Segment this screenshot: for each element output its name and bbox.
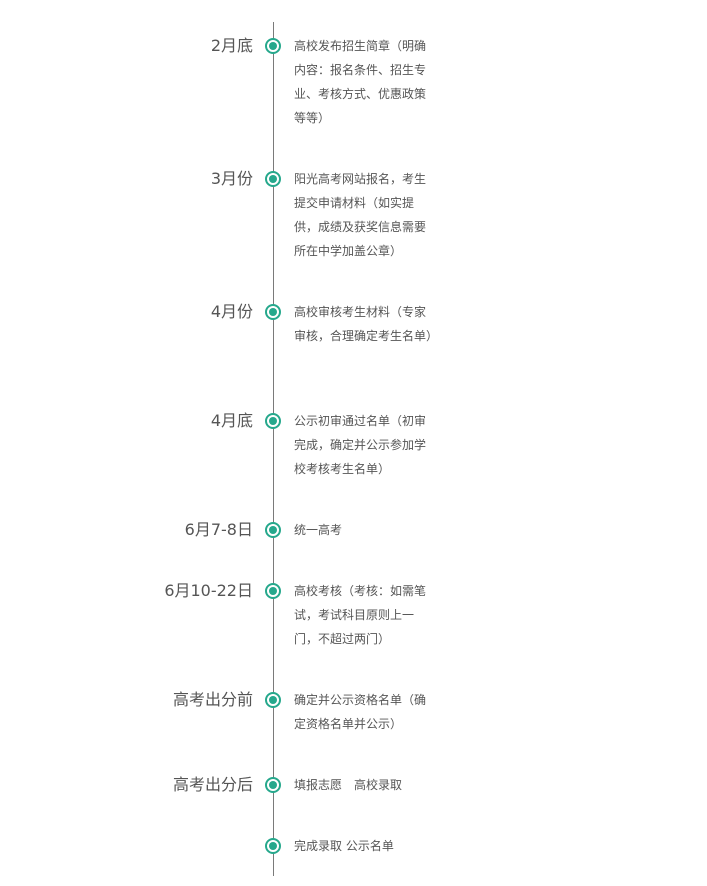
event-description: 统一高考 [294, 523, 343, 537]
event-date: 4月份 [210, 302, 253, 321]
event-description: 高校发布招生简章（明确内容：报名条件、招生专业、考核方式、优惠政策等等） [294, 39, 427, 125]
event-description: 确定并公示资格名单（确定资格名单并公示） [294, 693, 427, 731]
event-date: 2月底 [210, 36, 253, 55]
event-date: 高考出分前 [172, 690, 253, 709]
event-description: 完成录取 公示名单 [294, 839, 394, 853]
timeline-dot-icon [265, 777, 281, 793]
timeline-dot-icon [265, 583, 281, 599]
event-description: 填报志愿 高校录取 [294, 778, 403, 792]
timeline-dot-icon [265, 838, 281, 854]
timeline-dot-icon [265, 304, 281, 320]
timeline-dot-icon [265, 413, 281, 429]
event-date: 4月底 [210, 411, 253, 430]
timeline-dot-icon [265, 522, 281, 538]
timeline-axis-line [273, 22, 274, 876]
event-description: 高校考核（考核：如需笔试，考试科目原则上一门，不超过两门） [294, 584, 427, 646]
event-date: 3月份 [210, 169, 253, 188]
event-description: 高校审核考生材料（专家审核，合理确定考生名单） [294, 305, 439, 343]
event-description: 阳光高考网站报名，考生提交申请材料（如实提供，成绩及获奖信息需要所在中学加盖公章… [294, 172, 427, 258]
timeline-dot-icon [265, 38, 281, 54]
event-date: 6月10-22日 [164, 581, 253, 600]
timeline-dot-icon [265, 692, 281, 708]
event-date: 高考出分后 [172, 775, 253, 794]
timeline-dot-icon [265, 171, 281, 187]
event-description: 公示初审通过名单（初审完成，确定并公示参加学校考核考生名单） [294, 414, 427, 476]
event-date: 6月7-8日 [184, 520, 253, 539]
